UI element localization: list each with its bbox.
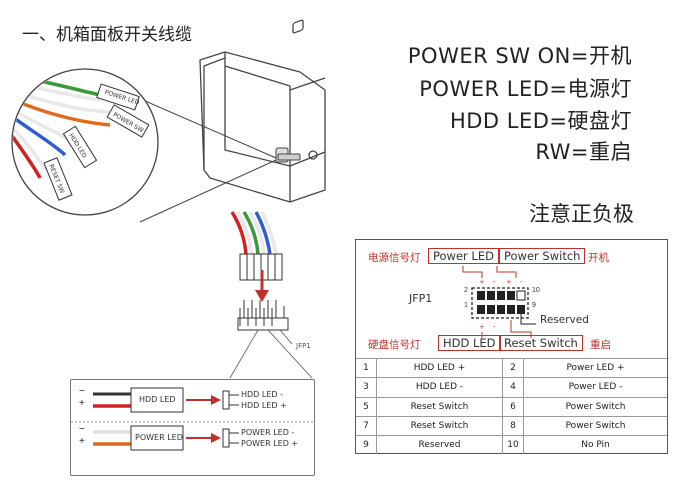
pin-desc: HDD LED - (376, 377, 503, 398)
legend-power-led: POWER LED=电源灯 (419, 77, 632, 101)
pin-number: 1 (356, 357, 377, 378)
plus-sign: + (79, 436, 85, 447)
power-on-cn-label: 开机 (588, 252, 609, 264)
jfp1-header-diagram: +- +- +- (462, 266, 536, 338)
legend-rw: RW=重启 (535, 140, 632, 164)
pin-2-label: 2 (464, 287, 468, 294)
pin-1-label: 1 (464, 302, 468, 309)
jfp1-label: JFP1 (409, 292, 433, 305)
hdd-led-plus-pin: HDD LED + (241, 401, 287, 410)
pin-desc: HDD LED + (376, 357, 503, 378)
pin-desc: Reset Switch (376, 415, 503, 436)
page-title: 一、机箱面板开关线缆 (22, 25, 192, 45)
minus-sign: − (79, 386, 85, 397)
pin-number: 5 (356, 396, 377, 417)
svg-text:+: + (479, 323, 485, 331)
power-switch-box: Power Switch (499, 248, 586, 264)
pin-desc: Power LED - (523, 377, 667, 398)
pc-case-drawing (199, 19, 326, 203)
legend-power-sw: POWER SW ON=开机 (407, 44, 632, 68)
hdd-led-minus-pin: HDD LED - (241, 390, 283, 399)
pin-desc: Power Switch (523, 396, 667, 417)
down-arrow-icon (255, 270, 269, 302)
pin-number: 9 (356, 435, 377, 455)
connector-wires (230, 211, 278, 256)
pin-number: 10 (502, 435, 524, 455)
svg-text:-: - (520, 278, 523, 286)
jfp1-pinout-panel: 电源信号灯 Power LED Power Switch 开机 +- +- +- (355, 239, 668, 455)
hdd-led-cn-label: 硬盘信号灯 (368, 339, 421, 351)
reset-switch-box: Reset Switch (499, 335, 583, 351)
hdd-led-box: HDD LED (438, 335, 501, 351)
svg-text:+: + (479, 278, 485, 286)
pin-9-label: 9 (532, 302, 536, 309)
svg-text:-: - (493, 278, 496, 286)
power-led-box: Power LED (428, 248, 499, 264)
power-led-plug-label: POWER LED (135, 433, 183, 442)
pin-desc: No Pin (523, 435, 667, 455)
polarity-note: 注意正负极 (529, 202, 634, 226)
pin-desc: Power Switch (523, 415, 667, 436)
minus-sign: − (79, 424, 85, 435)
pin-desc: Reset Switch (376, 396, 503, 417)
front-port (275, 147, 301, 163)
pin-number: 8 (502, 415, 524, 436)
pin-10-label: 10 (532, 287, 540, 294)
case-illustration: POWER LED POWER SW HDD LED RESET SW JFP1 (11, 19, 326, 378)
reserved-label: Reserved (540, 314, 589, 326)
pin-number: 7 (356, 415, 377, 436)
pin-number: 3 (356, 377, 377, 398)
plus-sign: + (79, 398, 85, 409)
pin-number: 2 (502, 357, 524, 378)
pin-desc: Reserved (376, 435, 503, 455)
connector-detail-box: − + HDD LED HDD LED - HDD LED + − + POWE… (70, 379, 315, 476)
svg-text:+: + (506, 278, 512, 286)
hdd-led-plug-label: HDD LED (139, 395, 176, 404)
pin-number: 6 (502, 396, 524, 417)
svg-text:-: - (493, 323, 496, 331)
pin-number: 4 (502, 377, 524, 398)
reset-cn-label: 重启 (590, 339, 611, 351)
power-led-cn-label: 电源信号灯 (368, 252, 421, 264)
pin-header-drawing (237, 300, 289, 331)
power-led-minus-pin: POWER LED - (241, 428, 295, 437)
legend-hdd-led: HDD LED=硬盘灯 (449, 109, 632, 133)
jfp1-illustration-label: JFP1 (295, 342, 311, 350)
connector-detail-drawing (71, 387, 314, 451)
power-led-plus-pin: POWER LED + (241, 439, 299, 448)
pin-desc: Power LED + (523, 357, 667, 378)
